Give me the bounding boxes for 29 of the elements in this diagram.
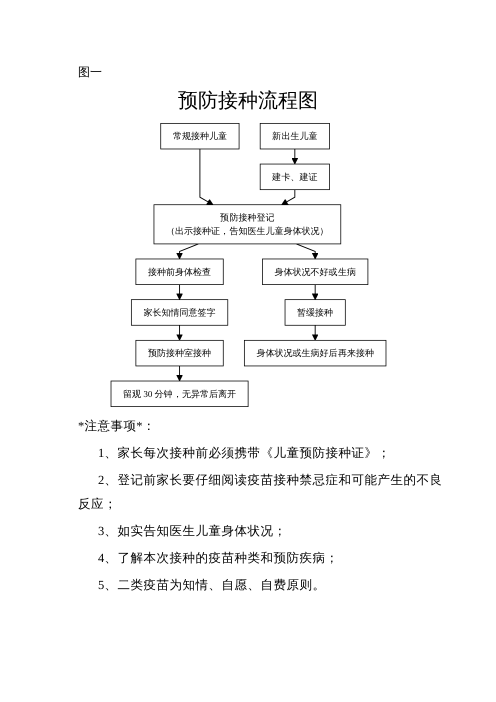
arrow [198,148,213,206]
arrow [176,324,182,341]
process-box: 家长知情同意签字 [130,299,228,326]
arrow [280,189,295,206]
arrow [176,284,182,300]
note-item: 2、登记前家长要仔细阅读疫苗接种禁忌症和可能产生的不良反应； [78,472,444,513]
note-item: 3、如实告知医生儿童身体状况； [97,523,288,540]
note-item: 5、二类疫苗为知情、自愿、自费原则。 [97,577,326,594]
arrow [311,324,318,341]
process-box: 新出生儿童 [259,123,330,150]
process-box: 预防接种室接种 [135,340,224,366]
arrow [291,148,298,164]
arrow [176,243,198,260]
figure-number: 图一 [78,64,102,80]
process-box: 常规接种儿童 [160,123,239,150]
notes-heading: *注意事项*： [78,418,156,435]
arrow [311,284,318,300]
process-box: 身体状况或生病好后再来接种 [243,340,386,366]
process-box: 留观 30 分钟，无异常后离开 [110,380,248,407]
diagram-title: 预防接种流程图 [178,89,318,114]
process-box: 预防接种登记 （出示接种证，告知医生儿童身体状况） [153,204,341,244]
arrow [295,243,318,260]
process-box: 建卡、建证 [259,164,330,190]
process-box: 身体状况不好或生病 [262,258,368,285]
process-box: 接种前身体检查 [135,258,224,285]
arrow [176,366,182,382]
process-box: 暂缓接种 [284,299,346,326]
note-item: 4、了解本次接种的疫苗种类和预防疾病； [97,550,340,567]
note-item: 1、家长每次接种前必须携带《儿童预防接种证》； [97,445,392,462]
